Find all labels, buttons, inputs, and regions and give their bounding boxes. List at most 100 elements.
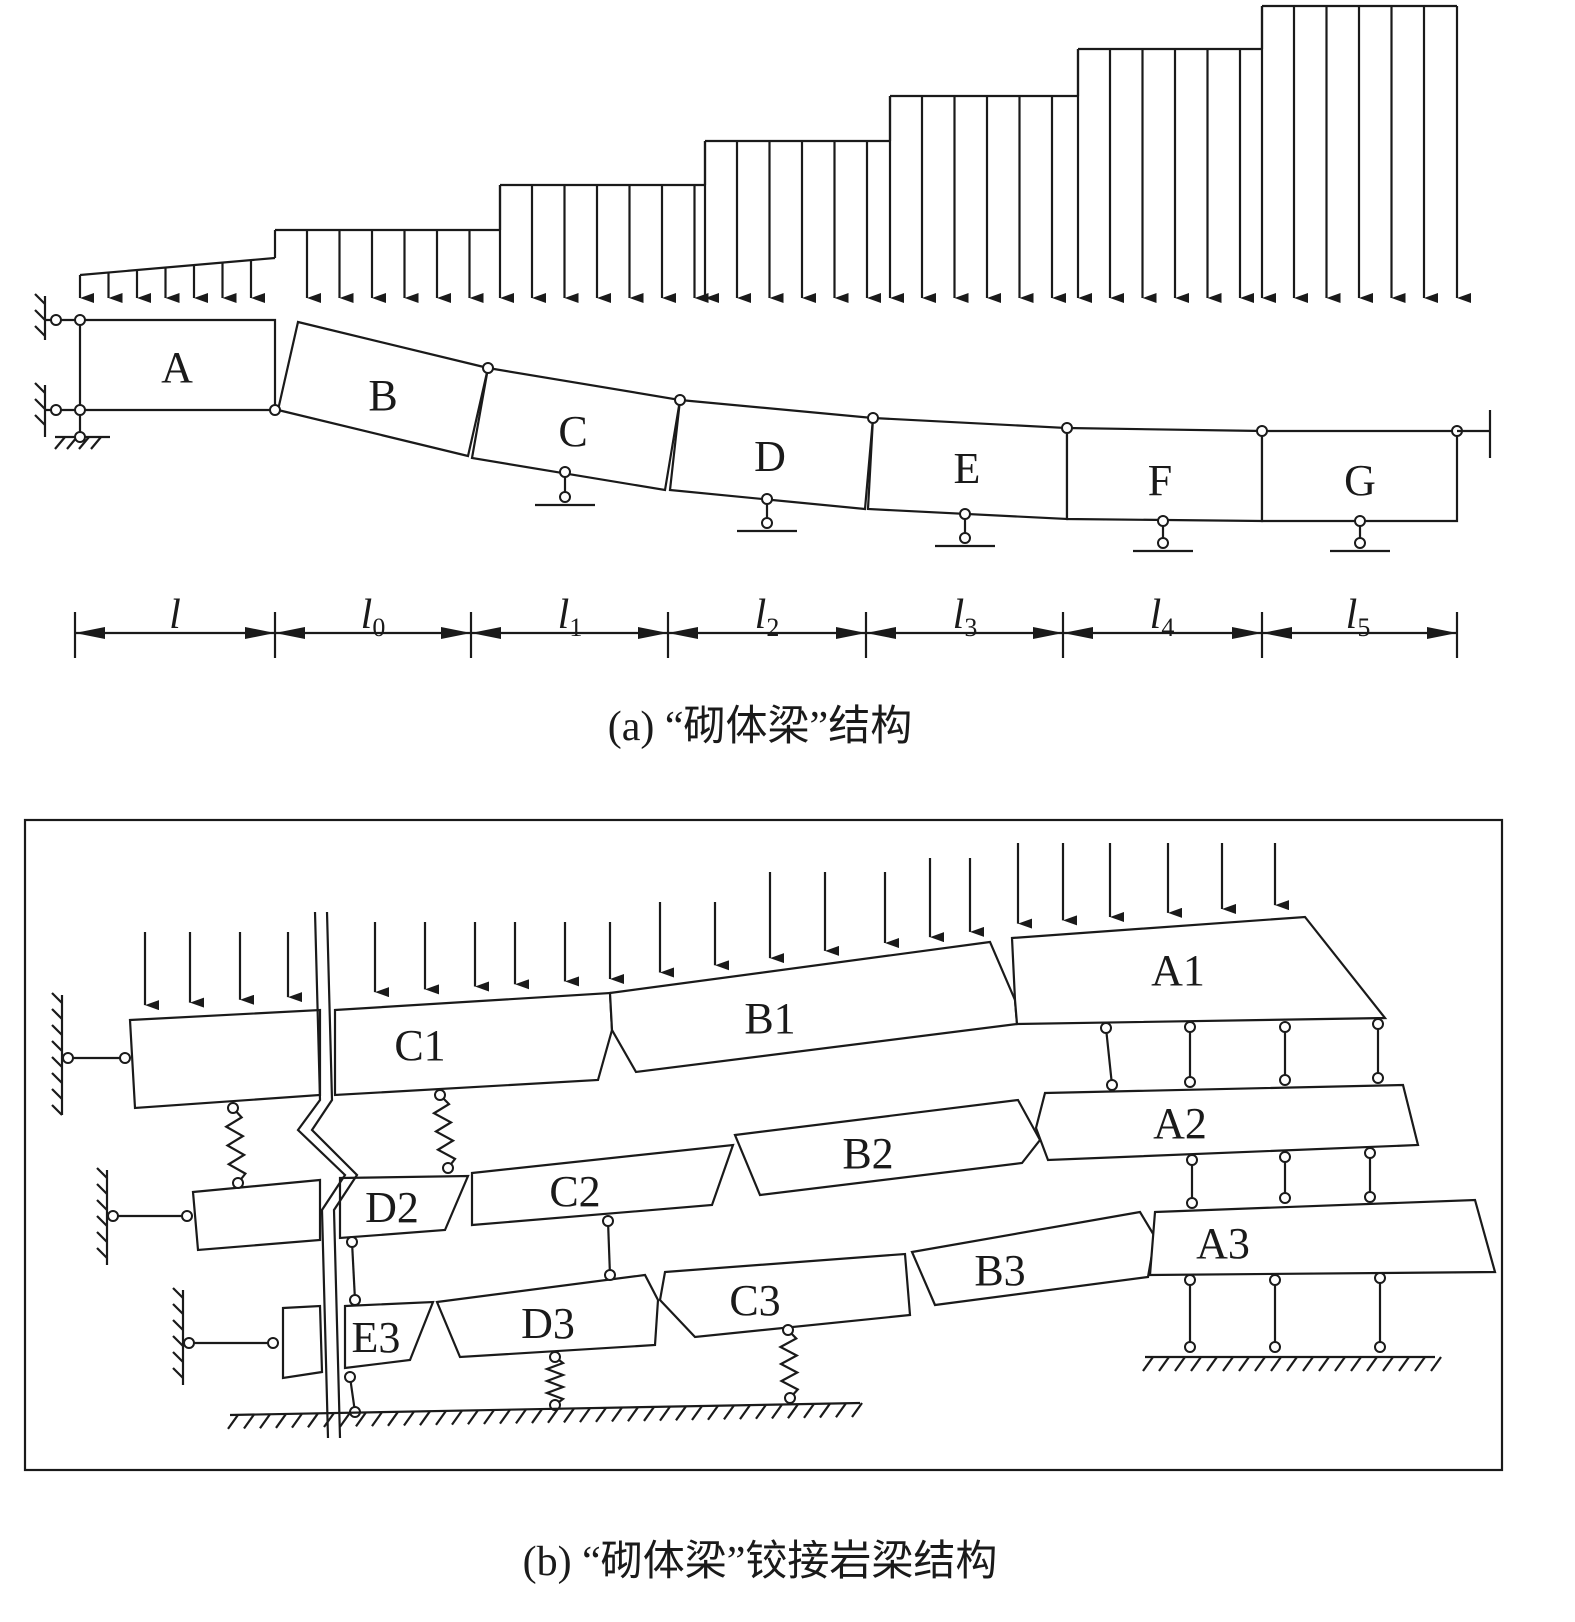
- spring: [778, 1329, 800, 1399]
- hinge-icon: [1157, 515, 1169, 527]
- hinge-icon: [62, 1052, 74, 1064]
- block-c2: [470, 1143, 735, 1227]
- blocks-a: [78, 318, 1459, 523]
- hinge-icon: [74, 314, 86, 326]
- ground-hatch: [1254, 1356, 1266, 1372]
- hinge-icon: [549, 1351, 561, 1363]
- wall-hatch: [51, 1104, 63, 1116]
- ground-hatch: [1430, 1356, 1442, 1372]
- wall-hatch: [96, 1247, 108, 1259]
- ground-hatch: [419, 1410, 431, 1426]
- ground-hatch: [547, 1408, 559, 1424]
- hinge-icon: [959, 508, 971, 520]
- hinge-icon: [1256, 425, 1268, 437]
- ground-hatch: [707, 1405, 719, 1421]
- ground-hatch: [723, 1404, 735, 1421]
- ground-hatch: [451, 1409, 463, 1426]
- block-label-d2: D2: [365, 1183, 419, 1232]
- figure-b-frame: [23, 818, 1504, 1472]
- block-label-b: B: [368, 371, 397, 420]
- hinge-icon: [269, 404, 281, 416]
- ground-hatch: [483, 1409, 495, 1425]
- wall-hatch: [51, 1088, 63, 1100]
- hinge-icon: [50, 314, 62, 326]
- ground-hatch: [595, 1407, 607, 1423]
- wall-hatch: [34, 309, 46, 321]
- figure-b-hinged-rock-beam: A1 B1 C1 A2 B2 C2 D2 A3 B3 C3 D3 E3: [23, 818, 1504, 1472]
- ground-hatch: [1318, 1356, 1330, 1372]
- wall-hatch: [96, 1183, 108, 1195]
- ground-hatch: [563, 1407, 575, 1424]
- block-label-a3: A3: [1196, 1219, 1250, 1268]
- spring: [224, 1107, 248, 1184]
- ground-hatch: [643, 1406, 655, 1422]
- block-e3-left: [281, 1304, 324, 1380]
- span-label-l0: l0: [361, 592, 386, 642]
- hinge-icon: [482, 362, 494, 374]
- hinge-icon: [1374, 1341, 1386, 1353]
- ground-hatch: [675, 1405, 687, 1421]
- wall-hatch: [34, 414, 46, 426]
- spring: [431, 1094, 457, 1169]
- spring: [543, 1356, 567, 1406]
- ground-hatch: [387, 1411, 399, 1427]
- ground-hatch: [835, 1402, 847, 1418]
- span-label-l1: l1: [558, 592, 583, 642]
- ground-hatch: [355, 1411, 367, 1428]
- load-distribution-a: [78, 4, 1471, 303]
- ground-hatch: [291, 1412, 303, 1429]
- block-d2-left: [191, 1178, 322, 1252]
- hinge-icon: [1372, 1018, 1384, 1030]
- block-c1-left: [128, 1008, 322, 1110]
- hinge-icon: [1279, 1021, 1291, 1033]
- hinge-icon: [344, 1371, 356, 1383]
- wall-hatch: [34, 382, 46, 394]
- span-label-l4: l4: [1150, 592, 1175, 642]
- ground-hatch: [275, 1413, 287, 1429]
- hinge-icon: [349, 1294, 361, 1306]
- ground-hatch: [627, 1406, 639, 1422]
- hinge-icon: [1269, 1274, 1281, 1286]
- ground-hatch: [691, 1405, 703, 1421]
- ground-hatch: [307, 1412, 319, 1428]
- span-label-l2: l2: [755, 592, 780, 642]
- ground-hatch: [371, 1411, 383, 1427]
- wall-hatch: [172, 1287, 184, 1299]
- ground-hatch: [803, 1403, 815, 1419]
- ground-hatch: [78, 436, 90, 450]
- ground-hatch: [1190, 1356, 1202, 1372]
- wall-hatch: [34, 293, 46, 305]
- hinge-icon: [1372, 1072, 1384, 1084]
- ground-hatch: [515, 1408, 527, 1425]
- hinge-icon: [559, 491, 571, 503]
- ground-hatch: [1206, 1356, 1218, 1372]
- ground-hatch: [1286, 1356, 1298, 1372]
- wall-hatch: [172, 1351, 184, 1363]
- hinge-icon: [782, 1324, 794, 1336]
- hinge-icon: [602, 1215, 614, 1227]
- block-a1: [1010, 915, 1388, 1026]
- span-label-l3: l3: [953, 592, 978, 642]
- ground-hatch: [1174, 1356, 1186, 1372]
- block-label-c: C: [558, 407, 587, 456]
- block-label-e3: E3: [352, 1313, 401, 1362]
- block-c3: [658, 1252, 912, 1339]
- block-label-b2: B2: [842, 1129, 893, 1178]
- hinge-icon: [346, 1236, 358, 1248]
- block-label-g: G: [1344, 456, 1376, 505]
- ground-hatch: [579, 1407, 591, 1423]
- wall-hatch: [34, 398, 46, 410]
- link-rod: [606, 1220, 612, 1276]
- wall-hatch: [51, 1072, 63, 1084]
- ground-hatch: [1366, 1356, 1378, 1372]
- wall-hatch: [51, 1056, 63, 1068]
- ground-line: [229, 1401, 861, 1417]
- blocks-b: [128, 915, 1497, 1380]
- ground-hatch: [90, 436, 102, 450]
- hinge-icon: [227, 1102, 239, 1114]
- wall-hatch: [172, 1303, 184, 1315]
- wall-hatch: [51, 1024, 63, 1036]
- block-label-d3: D3: [521, 1299, 575, 1348]
- ground-hatch: [1270, 1356, 1282, 1372]
